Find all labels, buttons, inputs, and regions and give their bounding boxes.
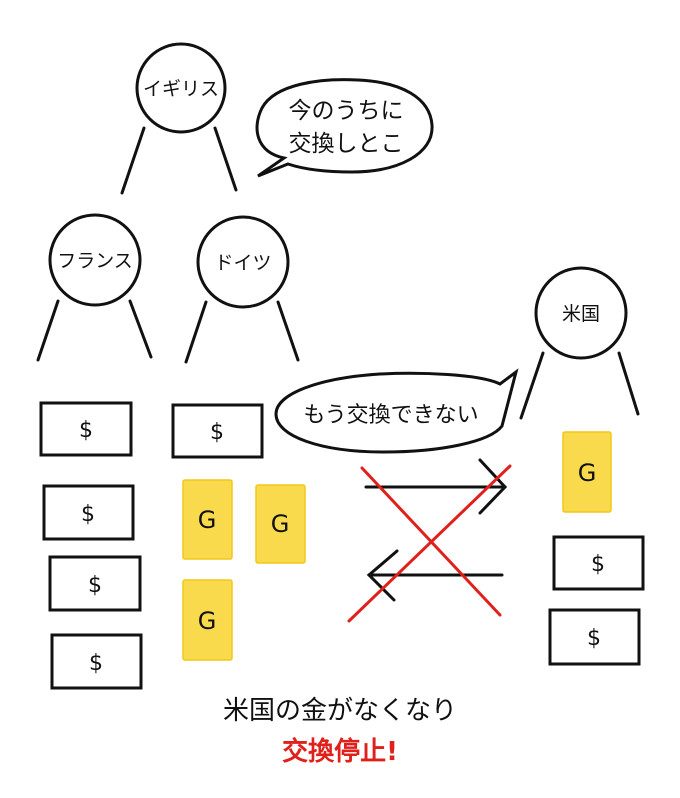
usa-head (534, 266, 628, 360)
dollar-label: $ (587, 626, 601, 651)
gold-bar (562, 431, 612, 513)
germany-head (196, 215, 290, 309)
arrow-left-icon (366, 549, 399, 602)
gold-label: G (578, 459, 597, 487)
dollar-label: $ (81, 502, 95, 527)
usa-figure: 米国 (519, 266, 640, 420)
dollar-label: $ (210, 420, 224, 445)
britain-figure: イギリス (120, 42, 238, 195)
britain-speech-bubble: 今のうちに 交換しとこ (255, 78, 434, 178)
dollar-label: $ (79, 418, 93, 443)
britain-speech-line1: 今のうちに (289, 98, 404, 124)
france-leg-left (36, 299, 60, 362)
gold-bar (182, 579, 233, 661)
france-label: フランス (57, 250, 133, 272)
dollar-note (42, 484, 135, 541)
usa-label: 米国 (562, 303, 600, 325)
usa-speech-bubble: もう交換できない (274, 368, 519, 454)
usa-speech: もう交換できない (303, 403, 478, 428)
britain-leg-left (120, 126, 146, 195)
caption-line1: 米国の金がなくなり (222, 696, 457, 726)
dollar-note (48, 555, 142, 612)
britain-leg-right (213, 126, 238, 192)
usa-holdings: G $ $ (548, 431, 645, 666)
germany-holdings: $ G G G (171, 403, 306, 661)
dollar-note (39, 401, 133, 457)
gold-label: G (198, 506, 217, 534)
gold-bar (255, 484, 306, 564)
dollar-label: $ (89, 651, 103, 676)
dollar-note (552, 535, 645, 591)
britain-label: イギリス (143, 78, 219, 100)
dollar-label: $ (591, 552, 605, 577)
germany-figure: ドイツ (184, 215, 300, 364)
britain-head (135, 42, 227, 134)
cross-mark (347, 464, 512, 623)
gold-bar (182, 479, 233, 560)
gold-label: G (271, 510, 290, 538)
germany-leg-left (184, 300, 208, 364)
france-figure: フランス (36, 213, 153, 362)
usa-leg-left (519, 351, 545, 420)
arrow-right-icon (478, 458, 508, 515)
dollar-note (548, 608, 641, 666)
caption-line2: 交換停止! (282, 737, 398, 767)
usa-bubble-shape (274, 368, 519, 454)
dollar-label: $ (88, 573, 102, 598)
gold-label: G (198, 607, 217, 635)
cross-stroke (347, 464, 512, 623)
exchange-arrows (364, 458, 508, 602)
britain-bubble-shape (255, 78, 434, 178)
france-leg-right (128, 299, 153, 359)
usa-leg-right (617, 351, 640, 416)
dollar-note (50, 633, 143, 690)
germany-leg-right (276, 300, 300, 362)
france-dollars: $ $ $ $ (39, 401, 143, 690)
britain-speech-line2: 交換しとこ (289, 131, 404, 157)
dollar-note (171, 403, 264, 459)
germany-label: ドイツ (214, 252, 271, 274)
france-head (48, 213, 142, 307)
